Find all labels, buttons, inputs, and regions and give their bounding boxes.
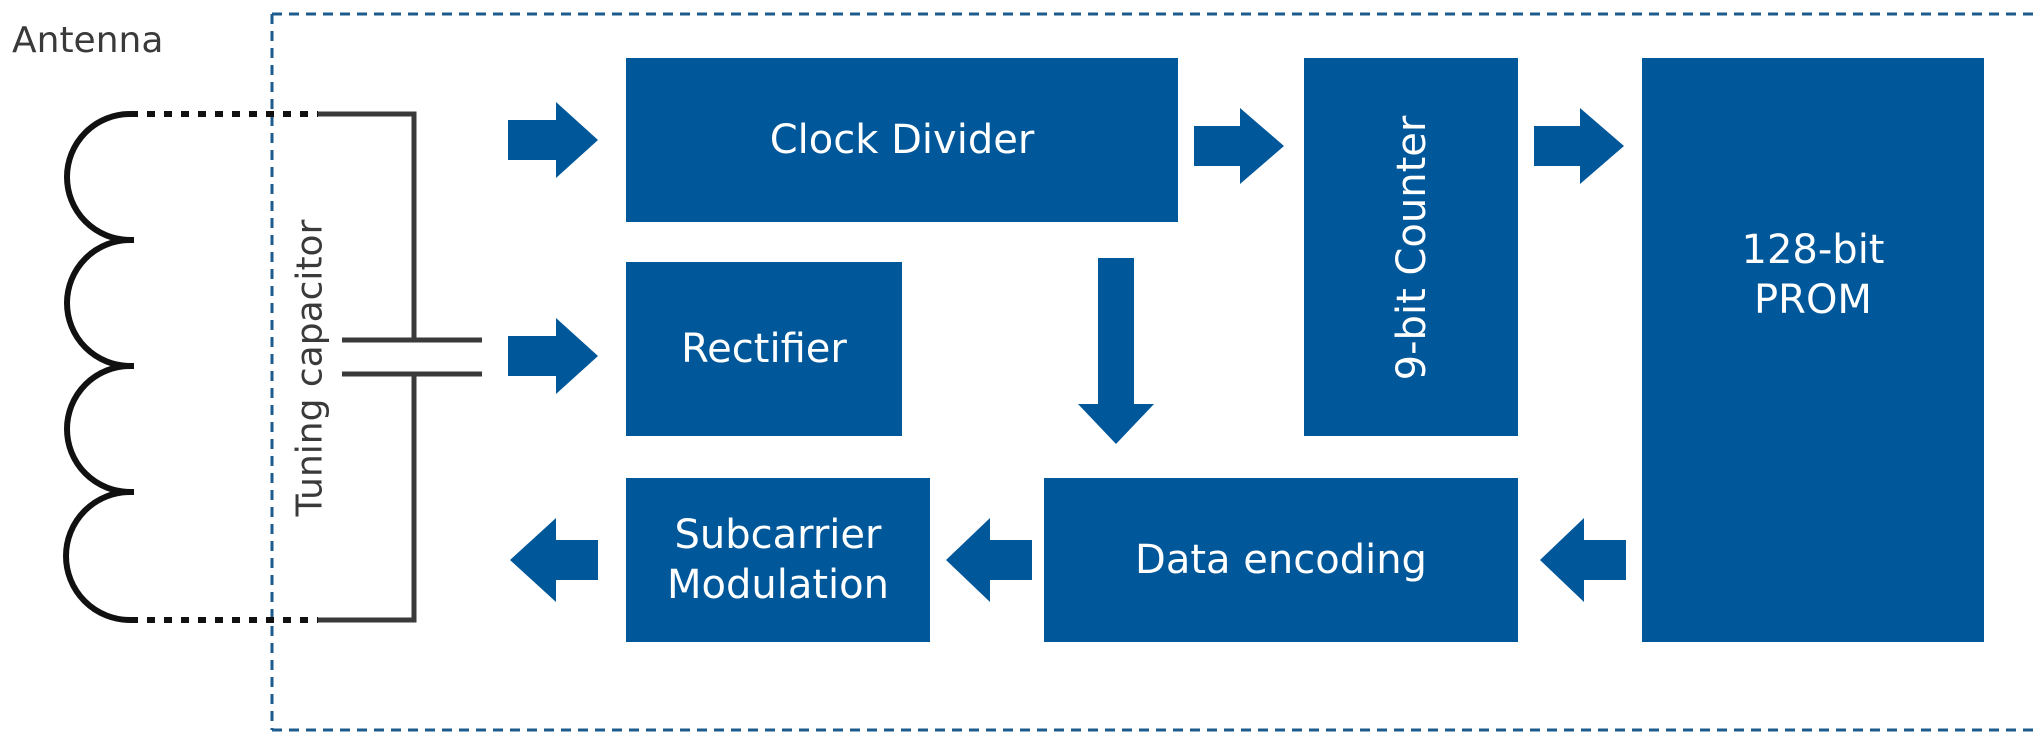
arrow-encoding-to-modulation: [946, 518, 1032, 602]
arrow-clock-to-counter: [1194, 108, 1284, 184]
arrow-clock-to-encoding: [1078, 258, 1154, 444]
rectifier-label: Rectifier: [681, 326, 847, 372]
capacitor-wiring: [318, 111, 482, 623]
counter-label: 9-bit Counter: [1389, 115, 1435, 381]
arrow-prom-to-encoding: [1540, 518, 1626, 602]
tuning-capacitor-label: Tuning capacitor: [289, 219, 331, 517]
antenna-label: Antenna: [12, 20, 164, 61]
clock-divider-block: Clock Divider: [626, 58, 1178, 222]
data-encoding-label: Data encoding: [1135, 537, 1427, 583]
arrow-counter-to-prom: [1534, 108, 1624, 184]
clock-divider-label: Clock Divider: [769, 117, 1035, 163]
counter-block: [1304, 58, 1518, 436]
prom-block: 128-bit PROM: [1642, 58, 1984, 642]
subcarrier-modulation-block: Subcarrier Modulation: [626, 478, 930, 642]
arrow-modulation-output: [510, 518, 598, 602]
arrow-to-clock-divider: [508, 102, 598, 178]
prom-label: 128-bit PROM: [1741, 227, 1885, 323]
arrow-to-rectifier: [508, 318, 598, 394]
subcarrier-modulation-label: Subcarrier Modulation: [667, 512, 889, 608]
antenna-leads: [130, 111, 318, 623]
chip-boundary: [270, 12, 2040, 732]
rectifier-block: Rectifier: [626, 262, 902, 436]
antenna-coil: [63, 111, 134, 623]
data-encoding-block: Data encoding: [1044, 478, 1518, 642]
